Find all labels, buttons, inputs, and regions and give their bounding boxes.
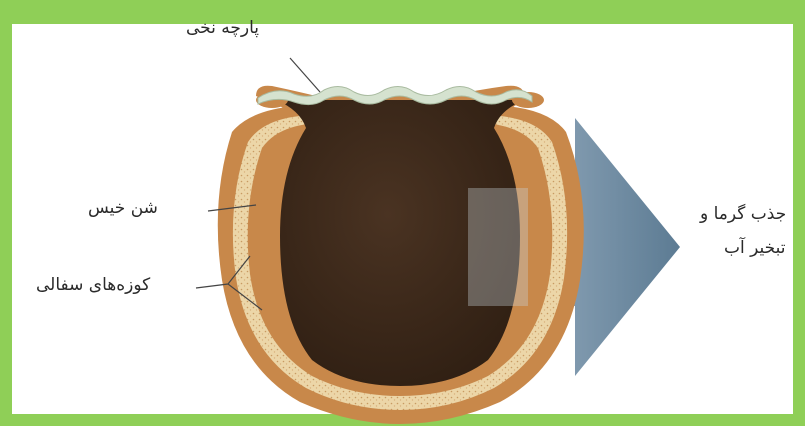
label-heat-absorb: جذب گرما و xyxy=(700,204,786,224)
arrow-overlay xyxy=(468,188,528,306)
label-water-evaporation: تبخیر آب xyxy=(724,238,785,258)
label-wet-sand: شن خیس xyxy=(88,198,158,218)
label-clay-pots: کوزه‌های سفالی xyxy=(36,275,150,295)
leader-cloth xyxy=(290,58,320,92)
label-cotton-cloth: پارچه نخی xyxy=(186,18,259,38)
